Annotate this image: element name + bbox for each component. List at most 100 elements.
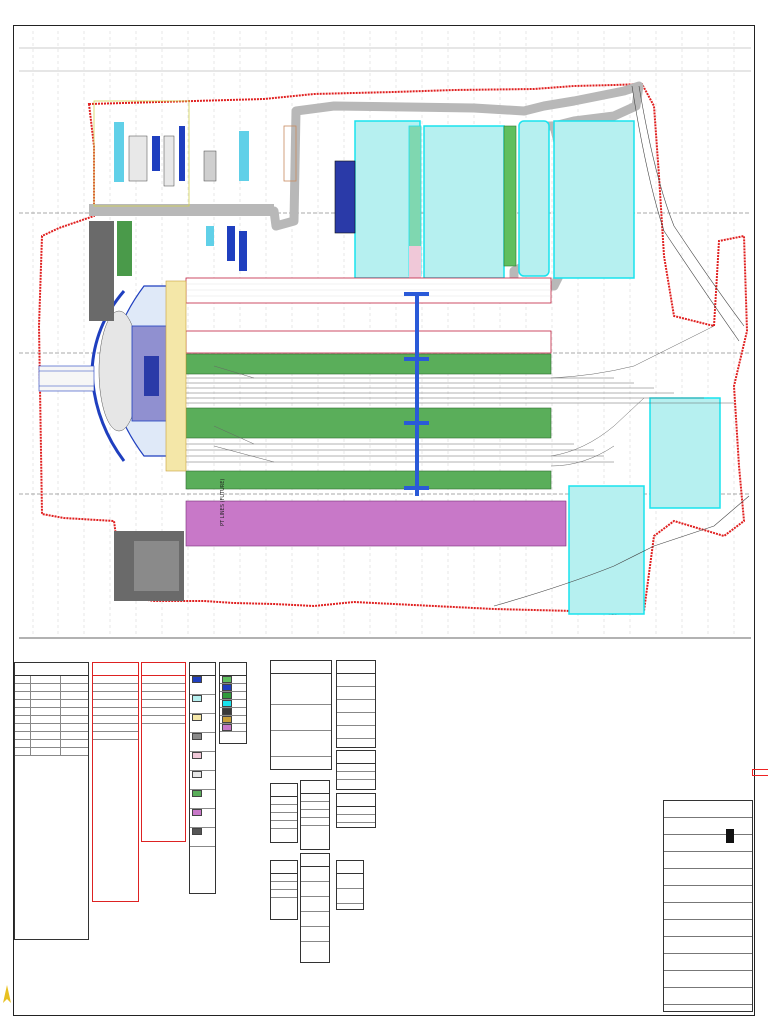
table-header: [15, 663, 88, 676]
table-row: [15, 740, 88, 748]
legend-swatch-row: [220, 708, 246, 716]
station-bands: [185, 277, 552, 354]
table-row: [271, 731, 331, 757]
legend-swatch-row: [190, 695, 215, 714]
legend-row: [93, 692, 138, 700]
legend-table-2: [141, 662, 186, 842]
legend-row: [142, 700, 185, 708]
table-header: [271, 861, 297, 874]
legend-swatch-row: [220, 724, 246, 732]
legend-header: [190, 663, 215, 676]
table-row: [301, 867, 329, 882]
table-row: [15, 716, 88, 724]
site-boundary: [37, 82, 749, 616]
table-row: [301, 897, 329, 912]
legend-swatch-row: [190, 714, 215, 733]
table-header: [301, 781, 329, 794]
table-row: [337, 764, 375, 772]
tracks: [186, 325, 734, 467]
status-stamp: [752, 769, 768, 776]
title-block-row: [664, 920, 752, 937]
schedule-table-1: [14, 662, 89, 940]
legend-swatch-row: [220, 716, 246, 724]
title-block-row: [664, 954, 752, 971]
station-complex: [38, 280, 187, 472]
staging-pink-strip: [409, 246, 421, 278]
table-row: [337, 687, 375, 700]
legend-row: [142, 708, 185, 716]
table-row: [301, 818, 329, 826]
table-row: [271, 813, 297, 821]
table-row: [271, 890, 297, 898]
legend-swatch-row: [220, 676, 246, 684]
table-row: [337, 772, 375, 780]
title-block-row: [664, 903, 752, 920]
company-logo-icon: [726, 828, 748, 854]
title-block-row: [664, 801, 752, 818]
color-legend-1: [189, 662, 216, 894]
table-row: [15, 700, 88, 708]
legend-swatch-row: [220, 684, 246, 692]
legend-row: [93, 732, 138, 740]
table-row: [337, 874, 363, 889]
table-row: [271, 674, 331, 705]
bottom-alignment: [493, 495, 750, 607]
summary-table-1: [270, 660, 332, 770]
legend-swatch-row: [190, 676, 215, 695]
table-row: [337, 889, 363, 904]
table-row: [15, 724, 88, 732]
title-block: [663, 800, 753, 1012]
table-row: [15, 684, 88, 692]
title-block-row: [664, 835, 752, 852]
north-arrow-icon: [3, 985, 11, 1003]
table-row: [301, 912, 329, 927]
legend-row: [93, 700, 138, 708]
legend-swatch-row: [190, 771, 215, 790]
table-row: [337, 713, 375, 726]
legend-swatch-row: [190, 733, 215, 752]
summary-table-9: [336, 860, 364, 910]
title-block-row: [664, 988, 752, 1005]
staging-area-6: [568, 485, 645, 615]
table-row: [301, 810, 329, 818]
pt-lines-label: PT LINES (FUTURE): [220, 479, 226, 526]
table-row: [301, 927, 329, 942]
right-alignment-2: [631, 85, 740, 342]
title-block-row: [664, 971, 752, 988]
table-row: [337, 674, 375, 687]
right-alignment: [638, 85, 745, 327]
site-plan: PT LINES (FUTURE): [19, 31, 751, 639]
table-header: [337, 661, 375, 674]
green-strip-vertical: [503, 125, 517, 267]
staging-area-2: [423, 125, 505, 279]
summary-table-5: [270, 783, 298, 843]
legend-row: [93, 684, 138, 692]
table-row: [271, 882, 297, 890]
legend-row: [93, 676, 138, 684]
platform-2: [185, 407, 552, 439]
legend-swatch-row: [190, 752, 215, 771]
table-header: [271, 784, 297, 797]
legend-row: [93, 716, 138, 724]
summary-table-3: [336, 750, 376, 790]
table-row: [337, 807, 375, 815]
summary-table-6: [300, 780, 330, 850]
legend-swatch-row: [190, 790, 215, 809]
table-header: [337, 794, 375, 807]
table-row: [15, 676, 88, 684]
summary-table-4: [336, 793, 376, 828]
table-row: [337, 815, 375, 823]
legend-header: [220, 663, 246, 676]
platform-3: [185, 470, 552, 490]
table-row: [301, 794, 329, 802]
table-row: [15, 732, 88, 740]
legend-row: [93, 724, 138, 732]
legend-header: [142, 663, 185, 676]
legend-row: [142, 676, 185, 684]
color-legend-2: [219, 662, 247, 744]
pt-lines-block: [185, 500, 567, 547]
legend-swatch-row: [190, 809, 215, 828]
legend-swatch-row: [190, 828, 215, 847]
table-row: [15, 708, 88, 716]
table-row: [301, 882, 329, 897]
